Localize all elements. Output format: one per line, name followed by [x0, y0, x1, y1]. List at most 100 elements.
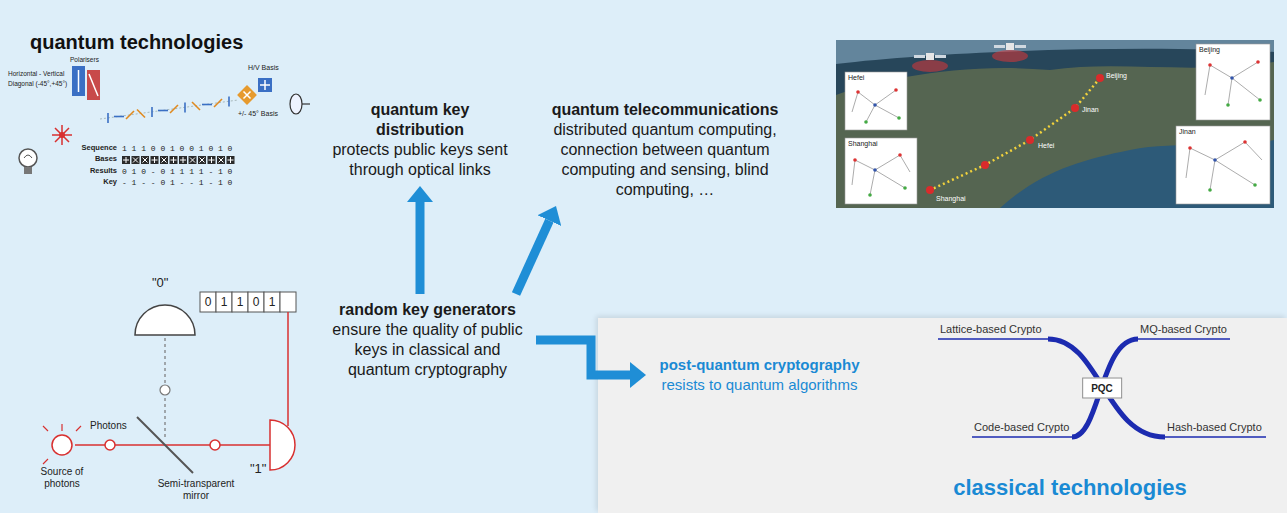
- china-network-map: [930, 78, 1100, 190]
- label-anchor: Sequence: [82, 144, 117, 153]
- photon-splitter-figure: [105, 440, 115, 450]
- detector-label: "1": [250, 462, 266, 477]
- inset-title: Shanghai: [848, 140, 878, 148]
- bases-row: [170, 156, 178, 164]
- photon-splitter-figure: [135, 305, 195, 335]
- china-network-map: [992, 50, 1028, 62]
- node-heading: random key generators: [325, 300, 530, 320]
- map-inset: [1205, 62, 1260, 105]
- bases-row: [190, 158, 195, 163]
- label-anchor: 0 1 0 - 0 1 1 1 1 - 1 0: [122, 167, 232, 176]
- bases-row: [217, 156, 225, 164]
- row-label: Sequence: [82, 144, 117, 153]
- node-heading: quantum telecommunications: [540, 100, 790, 120]
- china-network-map: [926, 53, 934, 60]
- text-block: quantum key distributionprotects public …: [325, 100, 515, 180]
- pqc-branches: [1072, 339, 1138, 437]
- photon-splitter-figure: [264, 292, 280, 312]
- text-block: random key generatorsensure the quality …: [325, 300, 530, 380]
- bb84-figure: [108, 97, 229, 124]
- map-inset: [1243, 140, 1247, 144]
- label-anchor: H/V Basis: [248, 64, 279, 72]
- text-block: quantum telecommunicationsdistributed qu…: [540, 100, 790, 200]
- branch-label: MQ-based Crypto: [1140, 323, 1227, 336]
- map-inset: [1256, 60, 1260, 64]
- figure-label: Semi-transparent mirror: [150, 478, 242, 501]
- photon-splitter-figure: [232, 292, 248, 312]
- node-body: resists to quantum algorithms: [652, 375, 867, 395]
- bases-row: [122, 156, 235, 164]
- bit-row: - 1 - - 0 1 - - 1 - 1 0: [122, 178, 232, 187]
- china-network-map: [836, 62, 1274, 208]
- china-network-map: [836, 40, 1274, 208]
- label-anchor: 1: [232, 292, 248, 312]
- label-anchor: "0": [152, 276, 168, 291]
- pqc-branches: [938, 339, 1266, 437]
- branch-label: Lattice-based Crypto: [940, 323, 1042, 336]
- node-body: distributed quantum computing, connectio…: [540, 120, 790, 200]
- bb84-figure: [52, 125, 72, 145]
- bases-row: [171, 157, 177, 163]
- bases-row: [227, 156, 235, 164]
- bb84-figure: [72, 66, 85, 96]
- bb84-figure: [19, 149, 37, 167]
- map-inset: [1213, 158, 1217, 162]
- figure-label: Horizontal - Vertical: [8, 70, 64, 77]
- map-inset: [894, 88, 898, 92]
- bases-row: [141, 156, 149, 164]
- node-body: protects public keys sent through optica…: [325, 140, 515, 180]
- bases-row: [198, 156, 206, 164]
- map-inset: [845, 72, 907, 130]
- register-bit: 1: [232, 292, 248, 312]
- bases-row: [189, 156, 197, 164]
- china-network-map: [1006, 43, 1014, 50]
- bases-row: [228, 157, 234, 163]
- node-heading: PQC: [1091, 382, 1113, 395]
- photon-splitter-figure: [248, 292, 264, 312]
- bb84-figure: [258, 78, 272, 92]
- photon-splitter-figure: [270, 420, 295, 470]
- map-inset: [903, 186, 907, 190]
- map-inset: [898, 153, 902, 157]
- bb84-figure: [214, 99, 222, 107]
- photon-splitter-figure: [75, 444, 270, 446]
- panel-heading: quantum technologies: [30, 30, 1287, 54]
- label-anchor: 0: [200, 292, 216, 312]
- arrow-connector: [416, 202, 425, 294]
- china-network-map: [1015, 45, 1026, 48]
- row-label: Results: [90, 167, 117, 176]
- classical-panel: classical technologiespost-quantum crypt…: [598, 318, 1287, 513]
- register-bit: 1: [264, 292, 280, 312]
- arrow-connector: [536, 340, 630, 375]
- bases-row: [180, 157, 186, 163]
- label-anchor: Jinan: [1082, 106, 1099, 114]
- figure-label: Photons: [90, 420, 127, 432]
- figure-label: Source of photons: [30, 466, 94, 489]
- china-network-map: [994, 45, 1005, 48]
- china-network-map: [935, 55, 946, 58]
- bb84-figure: [184, 103, 186, 113]
- photon-splitter-figure: [164, 338, 165, 440]
- label-anchor: Shanghai: [848, 140, 878, 148]
- label-anchor: Jinan: [1179, 128, 1196, 136]
- figure-label: H/V Basis: [248, 64, 279, 72]
- map-inset: [852, 155, 910, 195]
- bb84-figure: [192, 102, 200, 110]
- node-heading: quantum key distribution: [325, 100, 515, 140]
- bb84-figure: [244, 92, 251, 99]
- text-block: post-quantum cryptographyresists to quan…: [652, 355, 867, 395]
- label-anchor: "1": [250, 462, 266, 477]
- bases-row: [143, 158, 148, 163]
- label-anchor: Shanghai: [936, 195, 966, 203]
- bb84-figure: [78, 70, 80, 92]
- bases-row: [162, 158, 167, 163]
- map-inset: [873, 103, 877, 107]
- label-anchor: Diagonal (-45°,+45°): [8, 80, 67, 87]
- bases-row: [132, 156, 140, 164]
- bb84-figure: [302, 103, 310, 104]
- bases-row: [179, 156, 187, 164]
- node-body: ensure the quality of public keys in cla…: [325, 320, 530, 380]
- bb84-figure: [87, 70, 100, 100]
- bb84-figure: [158, 110, 168, 112]
